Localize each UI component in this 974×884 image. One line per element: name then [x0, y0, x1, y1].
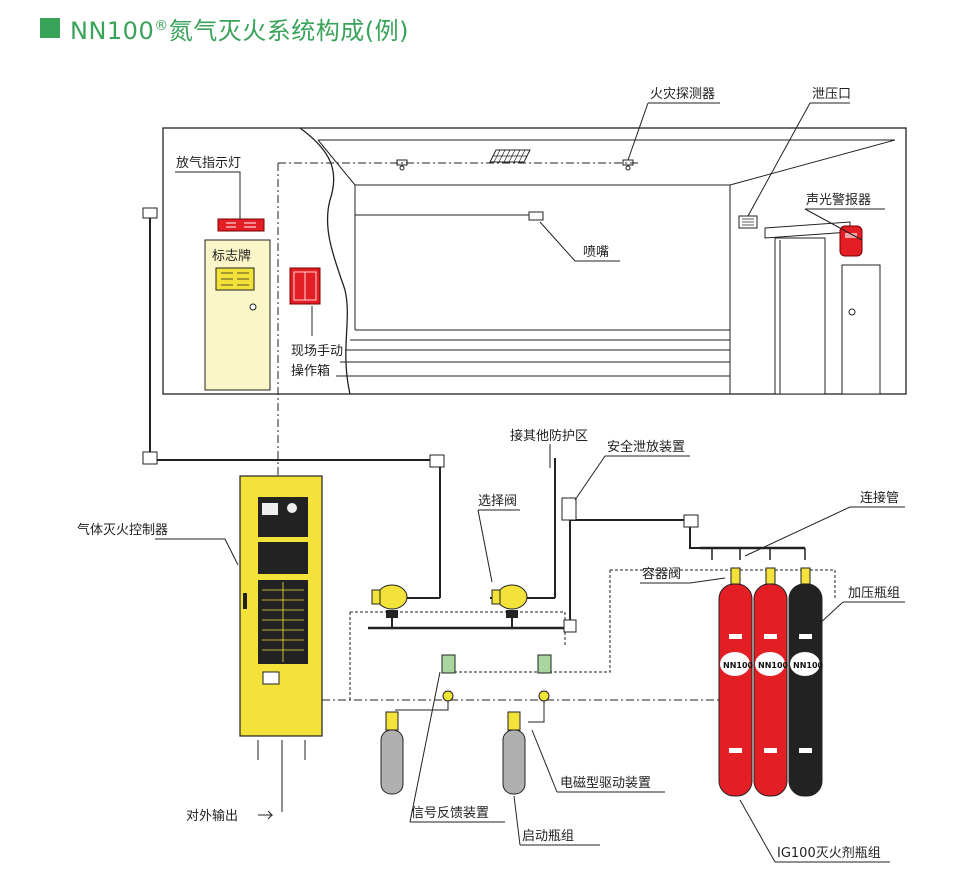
room-perspective: [317, 139, 896, 394]
label-output: 对外输出: [186, 808, 238, 824]
door-sign-panel: [204, 239, 271, 391]
selector-valve-1: [371, 584, 440, 618]
safety-valve-device: [561, 497, 577, 521]
ig100-cylinder: NN100: [788, 567, 824, 797]
title-registered-mark: ®: [154, 17, 169, 34]
cylinder-badge-text: NN100: [758, 661, 789, 670]
door-frame: [774, 237, 826, 395]
door: [841, 264, 881, 395]
ig100-cylinder: NN100: [718, 567, 754, 797]
label-selector-valve: 选择阀: [478, 494, 517, 509]
alarm-device: [839, 225, 863, 257]
cylinder-badge-text: NN100: [793, 661, 824, 670]
cylinder-badge-text: NN100: [723, 661, 754, 670]
label-detector: 火灾探测器: [650, 86, 715, 102]
label-sign-board: 标志牌: [212, 248, 251, 264]
cutaway-edge: [299, 127, 351, 395]
floor-lines: [336, 329, 730, 377]
label-controller: 气体灭火控制器: [77, 522, 168, 538]
page-title: NN100®氮气灭火系统构成(例): [40, 10, 409, 46]
title-main: NN100: [70, 16, 155, 45]
alarm-cable: [149, 212, 441, 598]
label-ig100-cylinders: IG100灭火剂瓶组: [777, 846, 881, 861]
label-connector-pipe: 连接管: [860, 490, 899, 506]
selector-valve-2: [490, 584, 555, 618]
label-pressure-cylinders: 加压瓶组: [848, 586, 900, 601]
label-alarm: 声光警报器: [806, 192, 871, 208]
ig100-cylinder: NN100: [753, 567, 789, 797]
start-cylinder-1: [380, 711, 404, 795]
manual-box-device: [289, 267, 321, 305]
title-square-icon: [40, 18, 60, 38]
sign-board-device: [215, 267, 255, 291]
title-rest: 氮气灭火系统构成(例): [168, 16, 409, 45]
ig100-cylinder-group: NN100 NN100 NN100: [718, 567, 824, 797]
label-manual-box-line1: 现场手动: [291, 344, 343, 359]
label-other-zone: 接其他防护区: [510, 428, 588, 444]
label-feedback: 信号反馈装置: [411, 806, 489, 821]
label-vent: 泄压口: [812, 87, 851, 102]
label-container-valve: 容器阀: [642, 566, 681, 582]
ceiling-grille: [489, 149, 531, 163]
label-solenoid: 电磁型驱动装置: [560, 776, 651, 791]
feedback-device-2: [537, 654, 552, 674]
label-manual-box-line2: 操作箱: [291, 363, 330, 379]
release-light-device: [217, 218, 265, 232]
leader-lines: [155, 102, 905, 863]
nozzle-device: [528, 211, 544, 221]
start-cylinder-2: [502, 711, 526, 795]
label-start-cylinders: 启动瓶组: [522, 829, 574, 844]
label-release-light: 放气指示灯: [176, 155, 241, 171]
controller-cabinet: [239, 475, 323, 737]
feedback-device-1: [441, 654, 456, 674]
label-safety-valve: 安全泄放装置: [607, 439, 685, 455]
label-nozzle: 喷嘴: [583, 245, 609, 260]
